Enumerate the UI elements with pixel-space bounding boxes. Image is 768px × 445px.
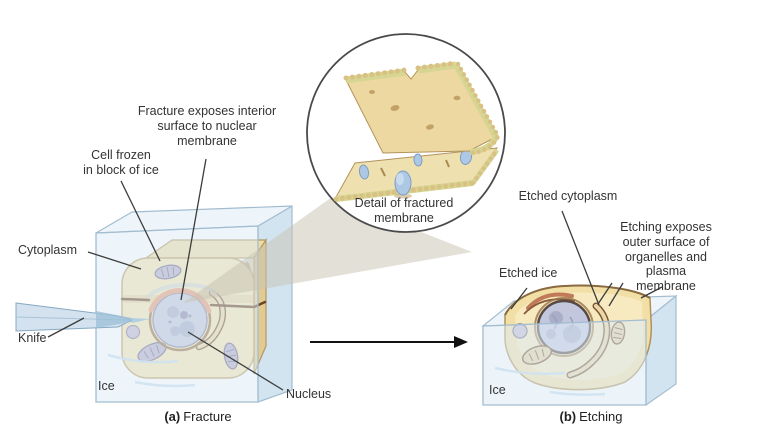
label-etching-exposes: Etching exposes outer surface of organel… [620,220,712,293]
caption-panel-b: (b)Etching [560,409,623,424]
top-membrane-sheet [343,60,501,156]
caption-a-index: (a) [164,409,181,424]
leader-etched-ice [510,287,528,310]
caption-panel-a: (a)Fracture [164,409,231,424]
ice-a-streaks [107,353,196,388]
etched-membrane-arc2 [523,298,576,315]
label-ice-a: Ice [98,379,115,393]
leader-etching-3 [640,286,663,299]
label-nucleus: Nucleus [286,387,332,401]
leader-etched-cytoplasm [561,210,600,306]
leader-etching-1 [597,282,613,305]
membrane-proteins [358,149,473,196]
label-inset-caption: Detail of fractured membrane [354,196,454,225]
process-arrow [310,336,468,348]
ice-a-front-face [95,225,259,403]
caption-a-title: Fracture [183,409,232,424]
leader-fracture-exposes [180,158,207,301]
magnifier-beam [183,197,472,303]
leader-etching-2 [608,282,624,307]
bottom-membrane-sheet [333,147,500,202]
label-fracture-exposes: Fracture exposes interior surface to nuc… [137,104,277,148]
etched-membrane-arc [526,292,574,310]
leader-knife [47,317,85,338]
membrane-holes [369,90,461,130]
label-ice-b: Ice [489,383,506,397]
label-etched-cytoplasm: Etched cytoplasm [518,189,618,203]
membrane-dents [380,159,450,177]
ice-b-streaks [494,366,606,396]
caption-b-index: (b) [559,409,577,424]
leader-lines [47,158,663,391]
arrowhead [454,336,468,348]
label-knife: Knife [18,331,47,345]
leader-cytoplasm [87,251,142,270]
label-cytoplasm: Cytoplasm [18,243,78,257]
knife-blade [15,302,150,332]
leader-cell-frozen [120,180,161,262]
label-etched-ice: Etched ice [499,266,558,280]
leader-nucleus [187,331,284,391]
inset-detail-circle [306,33,506,233]
label-cell-frozen: Cell frozen in block of ice [83,148,159,177]
ice-b-front-face [482,319,647,406]
caption-b-title: Etching [579,409,623,424]
